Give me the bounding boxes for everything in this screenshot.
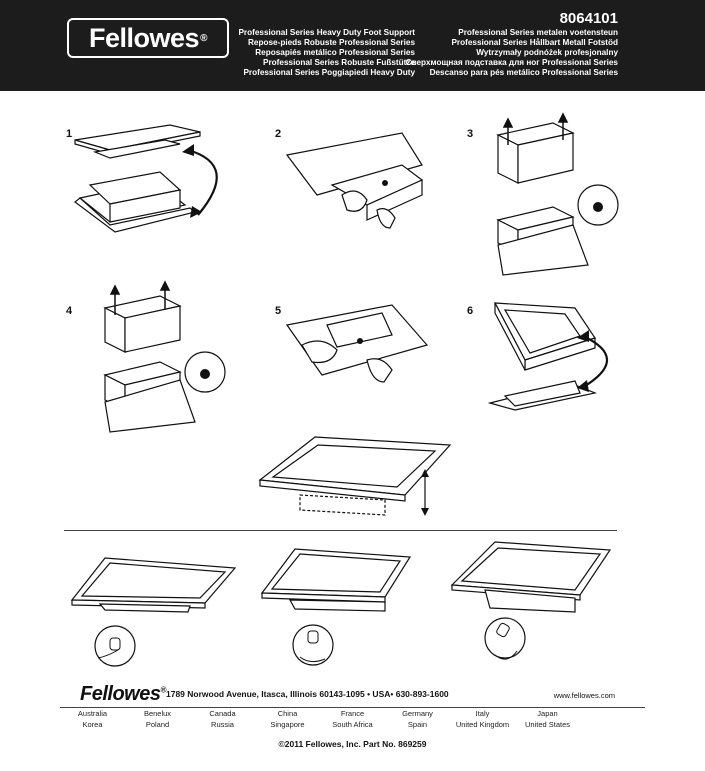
country-item: China [277, 709, 298, 718]
country-list: Australia Benelux Canada China France Ge… [60, 707, 645, 730]
header-bar: Fellowes® 8064101 Professional Series He… [0, 0, 705, 91]
step-number-6: 6 [467, 305, 474, 317]
step-number-2: 2 [275, 128, 282, 140]
country-row: Australia Benelux Canada China France Ge… [60, 708, 645, 719]
country-item: Spain [407, 720, 428, 729]
footer-registered-mark: ® [160, 685, 166, 695]
country-item: France [340, 709, 365, 718]
step4-illustration [103, 280, 226, 433]
step6-illustration [487, 302, 609, 411]
step-number-3: 3 [467, 128, 474, 140]
product-titles-right: Professional Series metalen voetensteun … [406, 28, 618, 78]
country-item: Korea [82, 720, 103, 729]
title-it: Professional Series Poggiapiedi Heavy Du… [243, 68, 415, 77]
title-sv: Professional Series Hållbart Metall Fots… [451, 38, 618, 47]
model-number: 8064101 [559, 10, 618, 27]
country-item: Italy [475, 709, 490, 718]
country-item: Russia [211, 720, 234, 729]
fellowes-logo: Fellowes® [67, 18, 229, 58]
title-de: Professional Series Robuste Fußstütze [263, 58, 415, 67]
section-divider [64, 530, 617, 531]
title-nl: Professional Series metalen voetensteun [458, 28, 618, 37]
logo-text: Fellowes [89, 22, 200, 53]
registered-mark: ® [200, 32, 207, 44]
country-item: United Kingdom [455, 720, 510, 729]
footer-logo-text: Fellowes [80, 683, 161, 705]
country-item: South Africa [332, 720, 373, 729]
step2-illustration [285, 132, 424, 229]
title-pt: Descanso para pés metálico Professional … [429, 68, 618, 77]
title-ru: Сверхмощная подставка для ног Profession… [405, 58, 618, 67]
step5-illustration [285, 304, 429, 383]
website-link[interactable]: www.fellowes.com [553, 691, 615, 700]
country-item: Canada [209, 709, 236, 718]
country-row: Korea Poland Russia Singapore South Afri… [60, 719, 645, 730]
title-en: Professional Series Heavy Duty Foot Supp… [238, 28, 415, 37]
height-adjust-illustration [258, 436, 452, 516]
country-item: Benelux [143, 709, 172, 718]
step-number-5: 5 [275, 305, 282, 317]
product-titles-left: Professional Series Heavy Duty Foot Supp… [238, 28, 415, 78]
step1-illustration [74, 124, 218, 233]
angle-low-illustration [70, 557, 237, 667]
step-number-4: 4 [66, 305, 73, 317]
company-address: 1789 Norwood Avenue, Itasca, Illinois 60… [166, 689, 449, 699]
angle-mid-illustration [260, 548, 412, 666]
country-item: Japan [537, 709, 558, 718]
footer-fellowes-logo: Fellowes® [80, 683, 166, 706]
step3-illustration [496, 112, 619, 276]
country-item: Australia [77, 709, 108, 718]
country-item: Singapore [270, 720, 305, 729]
country-item: Poland [145, 720, 170, 729]
title-es: Reposapiés metálico Professional Series [255, 48, 415, 57]
step-number-1: 1 [66, 128, 73, 140]
country-item: Germany [402, 709, 433, 718]
title-pl: Wytrzymały podnóżek profesjonalny [476, 48, 618, 57]
copyright-notice: ©2011 Fellowes, Inc. Part No. 869259 [278, 739, 427, 749]
country-item: United States [524, 720, 571, 729]
title-fr: Repose-pieds Robuste Professional Series [248, 38, 415, 47]
angle-high-illustration [450, 541, 612, 660]
